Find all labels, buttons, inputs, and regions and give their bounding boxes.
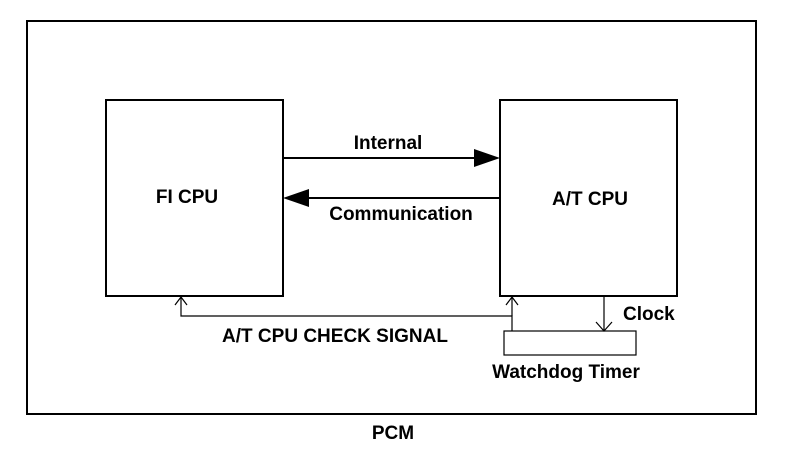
watchdog-timer-label: Watchdog Timer	[492, 362, 640, 383]
internal-arrowhead	[474, 149, 500, 167]
communication-label: Communication	[329, 204, 473, 225]
fi-cpu-label: FI CPU	[156, 187, 218, 208]
at-cpu-box	[499, 99, 678, 297]
at-cpu-label: A/T CPU	[552, 189, 628, 210]
internal-label: Internal	[354, 133, 423, 154]
check-signal-arrowhead-fi	[174, 296, 188, 306]
check-signal-arrowhead-at	[505, 296, 519, 306]
check-signal-line	[180, 297, 513, 331]
communication-arrowhead	[283, 189, 309, 207]
fi-cpu-box	[105, 99, 284, 297]
watchdog-timer-box	[503, 330, 637, 356]
check-signal-label: A/T CPU CHECK SIGNAL	[222, 326, 448, 347]
clock-label: Clock	[623, 304, 675, 325]
pcm-label: PCM	[372, 423, 414, 444]
